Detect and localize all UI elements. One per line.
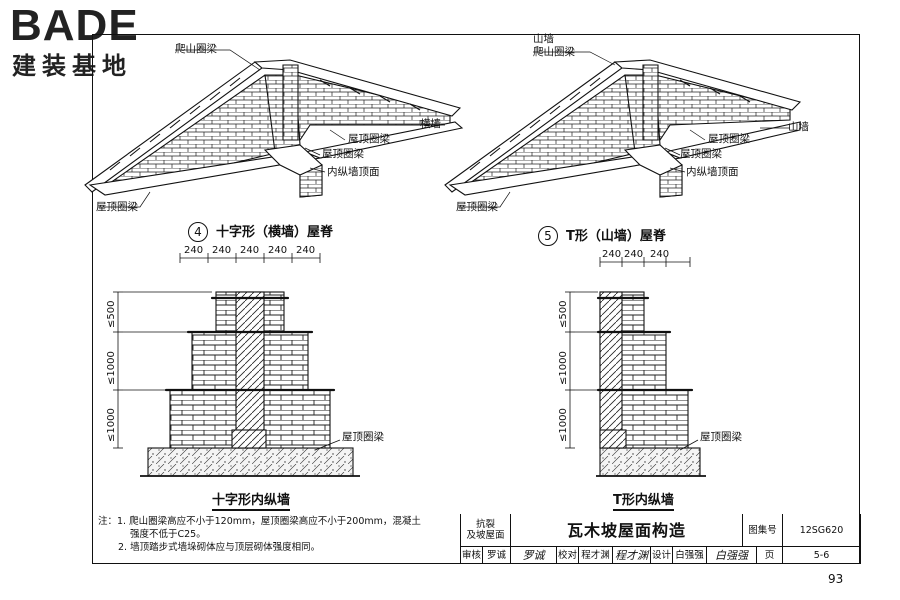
- caption-drawing-5: 5 T形（山墙）屋脊: [538, 225, 666, 246]
- dim-t-v-3: ≤1000: [558, 408, 569, 442]
- dim-cross-h-3: 240: [240, 245, 260, 256]
- label-shanqiang-5-right: 山墙: [788, 121, 809, 133]
- bade-logo: BADE 建装基地: [8, 2, 178, 82]
- label-wuding-quanliang-5b: 屋顶圈梁: [680, 148, 722, 160]
- elevation-cross-wall: [113, 253, 360, 477]
- label-wuding-quanliang-4c: 屋顶圈梁: [96, 201, 138, 213]
- dim-cross-h-4: 240: [268, 245, 288, 256]
- label-pashan-quanliang-5: 爬山圈梁: [533, 46, 575, 58]
- label-pashan-quanliang-4: 爬山圈梁: [175, 43, 217, 55]
- tb-title: 瓦木坡屋面构造: [511, 514, 743, 547]
- dim-t-v-2: ≤1000: [558, 351, 569, 385]
- label-wuding-quanliang-4b: 屋顶圈梁: [322, 148, 364, 160]
- label-wuding-quanliang-5a: 屋顶圈梁: [708, 133, 750, 145]
- caption-5-text: T形（山墙）屋脊: [566, 229, 666, 244]
- dim-t-h-1: 240: [602, 249, 622, 260]
- drawing-4-ridge: [84, 59, 464, 198]
- label-neizongqiang-4: 内纵墙顶面: [327, 166, 380, 178]
- dim-cross-v-2: ≤1000: [106, 351, 117, 385]
- tb-atlas-no: 12SG620: [783, 514, 861, 547]
- tb-review-name: 罗诚: [483, 547, 511, 564]
- tb-review-label: 审核: [461, 547, 483, 564]
- tb-page-label: 页: [757, 547, 783, 564]
- caption-4-number: 4: [188, 222, 208, 242]
- label-wuding-quanliang-4a: 屋顶圈梁: [348, 133, 390, 145]
- label-wuding-quanliang-5c: 屋顶圈梁: [456, 201, 498, 213]
- dim-cross-v-1: ≤500: [106, 300, 117, 328]
- drawing-5-ridge: [444, 59, 802, 198]
- tb-check-name: 程才渊: [579, 547, 613, 564]
- dim-cross-h-1: 240: [184, 245, 204, 256]
- tb-category: 抗裂 及坡屋面: [461, 514, 511, 547]
- dim-cross-h-2: 240: [212, 245, 232, 256]
- label-cross-wuding-quanliang: 屋顶圈梁: [342, 431, 384, 443]
- caption-5-number: 5: [538, 226, 558, 246]
- leader-lines-top: [98, 49, 790, 208]
- notes-prefix: 注：: [98, 516, 118, 527]
- note-1b: 强度不低于C25。: [130, 529, 206, 540]
- tb-design-label: 设计: [651, 547, 673, 564]
- dim-cross-v-3: ≤1000: [106, 408, 117, 442]
- note-1: 1. 爬山圈梁高应不小于120mm，屋顶圈梁高应不小于200mm，混凝土: [117, 516, 421, 527]
- dim-cross-h-5: 240: [296, 245, 316, 256]
- caption-4-text: 十字形（横墙）屋脊: [216, 225, 334, 240]
- label-neizongqiang-5: 内纵墙顶面: [686, 166, 739, 178]
- tb-design-signature: 白强强: [707, 547, 757, 564]
- title-block: 抗裂 及坡屋面 瓦木坡屋面构造 图集号 12SG620 审核 罗诚 罗诚 校对 …: [460, 514, 861, 564]
- label-t-wuding-quanliang: 屋顶圈梁: [700, 431, 742, 443]
- title-cross-wall: 十字形内纵墙: [212, 489, 291, 511]
- elevation-t-wall: [565, 257, 706, 477]
- tb-review-signature: 罗诚: [511, 547, 557, 564]
- dim-t-v-1: ≤500: [558, 300, 569, 328]
- dim-t-h-3: 240: [650, 249, 670, 260]
- label-hengqiang-4: 横墙: [420, 118, 441, 130]
- note-2: 2. 墙顶踏步式墙垛砌体应与顶层砌体强度相同。: [118, 542, 321, 553]
- caption-drawing-4: 4 十字形（横墙）屋脊: [188, 221, 333, 242]
- tb-check-label: 校对: [557, 547, 579, 564]
- tb-check-signature: 程才渊: [613, 547, 651, 564]
- dim-t-h-2: 240: [624, 249, 644, 260]
- tb-page-no: 5-6: [783, 547, 861, 564]
- label-shanqiang-5-top: 山墙: [533, 33, 554, 45]
- tb-design-name: 白强强: [673, 547, 707, 564]
- notes-block: 注：1. 爬山圈梁高应不小于120mm，屋顶圈梁高应不小于200mm，混凝土 强…: [98, 515, 458, 554]
- tb-atlas-label: 图集号: [743, 514, 783, 547]
- title-t-wall: T形内纵墙: [613, 489, 674, 511]
- logo-sub-text: 建装基地: [12, 52, 132, 80]
- logo-main-text: BADE: [10, 1, 139, 50]
- page-number: 93: [828, 572, 844, 586]
